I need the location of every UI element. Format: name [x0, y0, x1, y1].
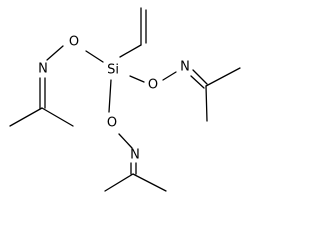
- bond-c-methyl-right-2: [205, 67, 241, 87]
- atom-si: Si: [107, 63, 119, 78]
- bond-si-o-left: [85, 50, 104, 63]
- atom-o-right: O: [148, 78, 158, 93]
- bond-o-n-right: [162, 71, 177, 81]
- bond-o-n-left: [46, 45, 64, 61]
- bond-c-methyl-bottom-2: [132, 173, 167, 192]
- atom-o-left: O: [69, 35, 79, 50]
- right-oxime-arm: [129, 67, 241, 122]
- bond-si-o-right: [129, 75, 145, 83]
- bond-si-vinyl: [119, 44, 142, 58]
- chemical-structure: Si O O O N N N: [9, 7, 241, 192]
- bond-c-methyl-right-1: [205, 85, 208, 122]
- atom-o-bottom: O: [107, 116, 117, 131]
- bond-c-methyl-bottom-1: [104, 173, 134, 192]
- bottom-oxime-arm: [104, 79, 167, 192]
- bond-c-methyl-left-2: [41, 107, 74, 127]
- bond-n-c-right-b: [190, 75, 205, 89]
- bond-n-c-right-a: [192, 69, 208, 85]
- bond-si-o-bottom: [108, 79, 112, 113]
- bond-o-n-bottom: [118, 133, 133, 149]
- bond-c-methyl-left-1: [9, 107, 43, 127]
- atom-n-right: N: [180, 60, 190, 75]
- left-oxime-arm: [9, 45, 104, 127]
- atom-n-left: N: [38, 62, 48, 77]
- atom-n-bottom: N: [130, 148, 140, 163]
- vinyl-group: [119, 7, 147, 58]
